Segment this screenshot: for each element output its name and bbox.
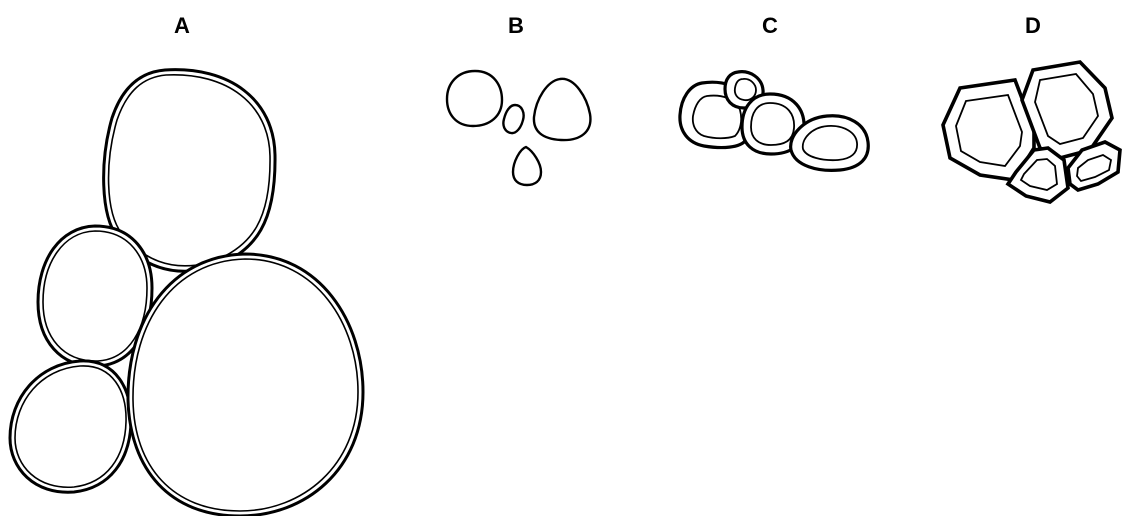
panel-d-cell-bottom-middle	[1005, 146, 1070, 204]
panel-d-cell-bottom-right	[1066, 140, 1122, 192]
panel-label-a: A	[174, 13, 190, 38]
panel-b-cell-right	[532, 77, 592, 142]
panel-label-d: D	[1025, 13, 1041, 38]
panel-b-cell-bottom	[511, 145, 543, 187]
panel-a-cell-large	[126, 252, 365, 516]
panel-c-cell-right	[789, 114, 870, 172]
panel-a-cells	[8, 68, 365, 516]
panel-c-cells	[678, 70, 870, 172]
panel-d-cells	[941, 60, 1122, 204]
panel-a-cell-bottom-left	[8, 359, 133, 494]
panel-b-cells	[445, 69, 592, 187]
panel-b-cell-small	[502, 103, 525, 135]
panel-c-cell-middle	[740, 92, 806, 156]
panel-label-b: B	[508, 13, 524, 38]
panel-label-c: C	[762, 13, 778, 38]
panel-b-cell-left	[445, 69, 504, 128]
